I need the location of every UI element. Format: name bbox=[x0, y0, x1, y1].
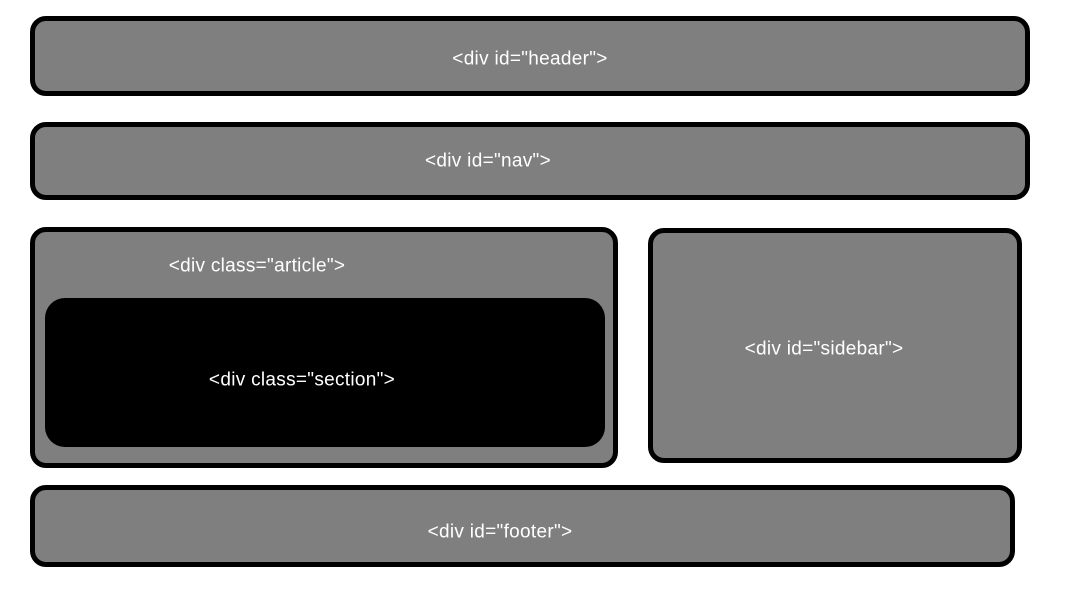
article-label: <div class="article"> bbox=[168, 255, 346, 277]
footer-box: <div id="footer"> bbox=[30, 485, 1015, 567]
sidebar-label: <div id="sidebar"> bbox=[744, 338, 904, 360]
nav-box: <div id="nav"> bbox=[30, 122, 1030, 200]
section-label: <div class="section"> bbox=[208, 369, 396, 391]
nav-label: <div id="nav"> bbox=[425, 150, 551, 172]
footer-label: <div id="footer"> bbox=[427, 521, 573, 543]
header-box: <div id="header"> bbox=[30, 16, 1030, 96]
header-label: <div id="header"> bbox=[452, 48, 608, 70]
section-box: <div class="section"> bbox=[45, 298, 605, 447]
sidebar-box: <div id="sidebar"> bbox=[648, 228, 1022, 463]
article-box: <div class="article"> <div class="sectio… bbox=[30, 227, 618, 468]
